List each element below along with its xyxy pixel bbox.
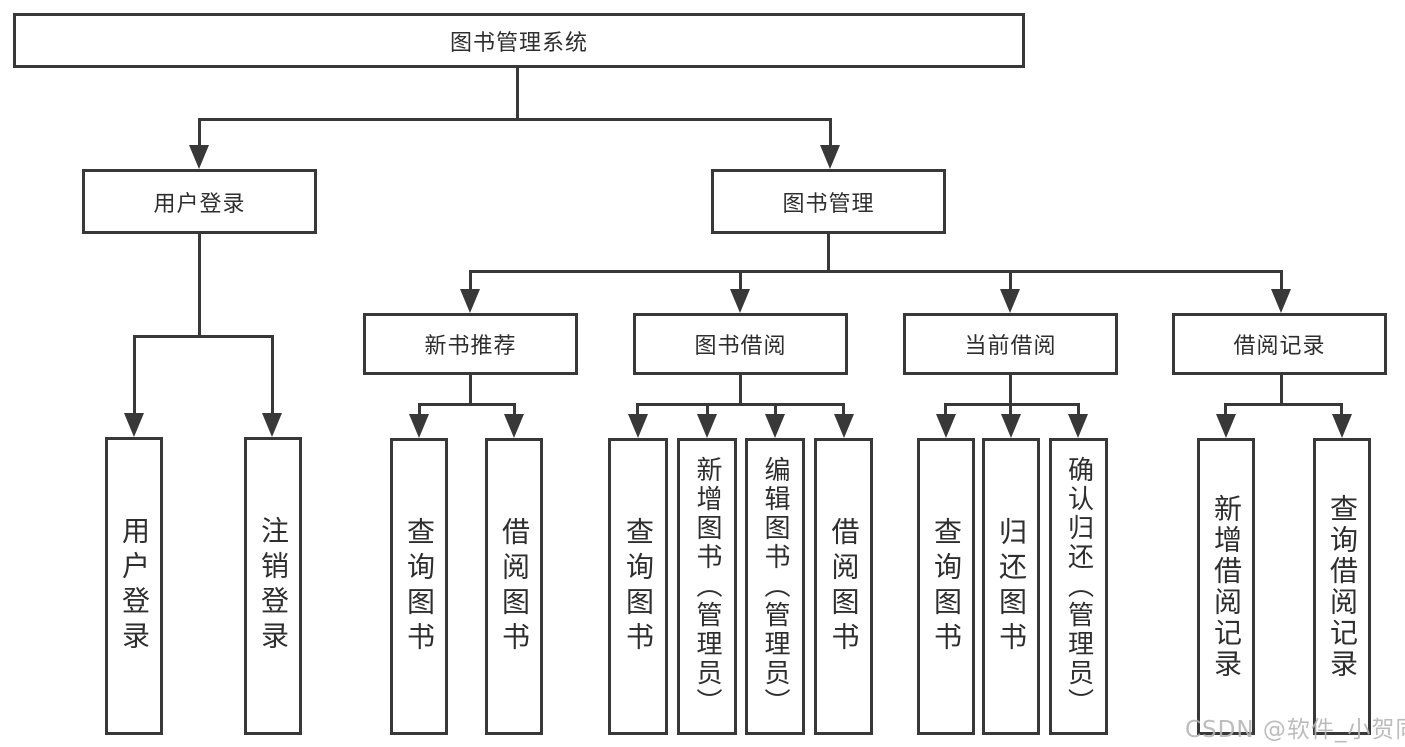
arrowhead-down-icon bbox=[189, 145, 209, 169]
arrowhead-down-icon bbox=[1271, 289, 1291, 313]
connector-g3-stub bbox=[706, 403, 709, 416]
leaf-edit-book-admin: 编辑图书（管理员） bbox=[745, 438, 805, 735]
node-current-borrow: 当前借阅 bbox=[903, 313, 1118, 375]
leaf-label: 查询图书 bbox=[622, 516, 655, 657]
connector-l3-stub bbox=[739, 270, 742, 292]
arrowhead-down-icon bbox=[697, 414, 717, 438]
connector-g5-stub bbox=[1340, 403, 1343, 416]
arrowhead-down-icon bbox=[504, 414, 524, 438]
leaf-user-login-label: 用户登录 bbox=[118, 516, 151, 656]
connector-g5-stub bbox=[1224, 403, 1227, 416]
connector-root-drop bbox=[516, 68, 519, 119]
connector-g4-stub bbox=[1077, 403, 1080, 416]
connector-borrow-drop bbox=[739, 375, 742, 405]
csdn-watermark: CSDN @软件_小贺同学 bbox=[1185, 717, 1405, 743]
connector-g1-stub bbox=[271, 335, 274, 415]
node-borrow-records: 借阅记录 bbox=[1172, 313, 1387, 375]
leaf-newrec-query-books: 查询图书 bbox=[390, 438, 448, 735]
leaf-label: 归还图书 bbox=[995, 516, 1028, 657]
leaf-label: 查询图书 bbox=[930, 516, 963, 657]
node-book-management: 图书管理 bbox=[711, 169, 946, 234]
leaf-label: 新增借阅记录 bbox=[1210, 493, 1243, 680]
arrowhead-down-icon bbox=[1000, 289, 1020, 313]
leaf-confirm-return-admin: 确认归还（管理员） bbox=[1049, 438, 1108, 735]
arrowhead-down-icon bbox=[1216, 414, 1236, 438]
connector-root-hline bbox=[198, 118, 832, 121]
node-new-book-recommend-label: 新书推荐 bbox=[424, 334, 517, 359]
leaf-label: 新增图书（管理员） bbox=[692, 456, 722, 717]
node-current-borrow-label: 当前借阅 bbox=[964, 334, 1057, 359]
connector-g1-hline bbox=[133, 335, 274, 338]
arrowhead-down-icon bbox=[124, 413, 144, 437]
connector-current-drop bbox=[1009, 375, 1012, 405]
connector-l3-stub bbox=[469, 270, 472, 292]
leaf-label: 借阅图书 bbox=[827, 516, 861, 657]
connector-g3-stub bbox=[842, 403, 845, 416]
leaf-user-login: 用户登录 bbox=[105, 437, 163, 735]
leaf-label: 编辑图书（管理员） bbox=[760, 456, 790, 717]
connector-g2-hline bbox=[418, 403, 516, 406]
arrowhead-down-icon bbox=[936, 414, 956, 438]
connector-g1-stub bbox=[133, 335, 136, 415]
leaf-add-borrow-record: 新增借阅记录 bbox=[1197, 438, 1255, 735]
arrowhead-down-icon bbox=[765, 414, 785, 438]
node-borrow-records-label: 借阅记录 bbox=[1233, 334, 1326, 359]
arrowhead-down-icon bbox=[1001, 414, 1021, 438]
arrowhead-down-icon bbox=[1068, 414, 1088, 438]
arrowhead-down-icon bbox=[409, 414, 429, 438]
connector-bookmgmt-stub bbox=[829, 118, 832, 146]
leaf-newrec-borrow-books: 借阅图书 bbox=[485, 438, 543, 735]
connector-l3-stub bbox=[1280, 270, 1283, 292]
connector-g4-stub bbox=[1009, 403, 1012, 416]
node-root-label: 图书管理系统 bbox=[449, 30, 588, 56]
leaf-logout-label: 注销登录 bbox=[257, 516, 290, 656]
node-user-login: 用户登录 bbox=[82, 169, 317, 234]
connector-g3-stub bbox=[636, 403, 639, 416]
node-book-management-label: 图书管理 bbox=[782, 191, 875, 217]
leaf-query-borrow-record: 查询借阅记录 bbox=[1313, 438, 1371, 735]
connector-g4-stub bbox=[944, 403, 947, 416]
connector-g4-hline bbox=[944, 403, 1080, 406]
leaf-label: 确认归还（管理员） bbox=[1063, 456, 1094, 717]
connector-g3-hline bbox=[636, 403, 845, 406]
arrowhead-down-icon bbox=[1332, 414, 1352, 438]
arrowhead-down-icon bbox=[730, 289, 750, 313]
connector-g2-stub bbox=[513, 403, 516, 416]
leaf-label: 借阅图书 bbox=[498, 516, 531, 657]
leaf-borrow-books: 借阅图书 bbox=[814, 438, 873, 735]
leaf-label: 查询图书 bbox=[403, 516, 436, 657]
arrowhead-down-icon bbox=[628, 414, 648, 438]
node-new-book-recommend: 新书推荐 bbox=[363, 313, 578, 375]
connector-userlogin-drop bbox=[198, 234, 201, 338]
node-book-borrow: 图书借阅 bbox=[633, 313, 848, 375]
node-book-borrow-label: 图书借阅 bbox=[694, 334, 787, 359]
leaf-borrow-query-books: 查询图书 bbox=[608, 438, 668, 735]
leaf-current-query-books: 查询图书 bbox=[917, 438, 975, 735]
leaf-label: 查询借阅记录 bbox=[1326, 493, 1359, 680]
connector-g5-hline bbox=[1224, 403, 1343, 406]
leaf-add-book-admin: 新增图书（管理员） bbox=[677, 438, 737, 735]
connector-level3-hline bbox=[469, 270, 1283, 273]
connector-l3-stub bbox=[1009, 270, 1012, 292]
connector-userlogin-stub bbox=[198, 118, 201, 146]
node-root: 图书管理系统 bbox=[13, 13, 1025, 68]
leaf-return-books: 归还图书 bbox=[982, 438, 1040, 735]
connector-records-drop bbox=[1280, 375, 1283, 406]
connector-newbook-drop bbox=[469, 375, 472, 405]
connector-bookmgmt-drop bbox=[827, 233, 830, 273]
node-user-login-label: 用户登录 bbox=[153, 191, 246, 217]
arrowhead-down-icon bbox=[834, 414, 854, 438]
arrowhead-down-icon bbox=[262, 413, 282, 437]
connector-g3-stub bbox=[774, 403, 777, 416]
leaf-logout: 注销登录 bbox=[244, 437, 302, 735]
arrowhead-down-icon bbox=[820, 145, 840, 169]
arrowhead-down-icon bbox=[460, 289, 480, 313]
connector-g2-stub bbox=[418, 403, 421, 416]
